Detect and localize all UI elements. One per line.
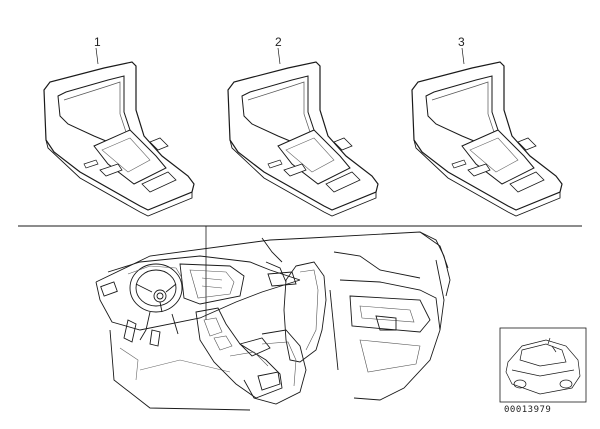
callout-1: 1 <box>94 35 101 49</box>
interior-illustration <box>95 231 451 411</box>
callout-2: 2 <box>275 35 282 49</box>
leader-line-1 <box>95 47 99 65</box>
vehicle-thumbnail <box>499 327 587 403</box>
diagram-code: 00013979 <box>504 405 552 415</box>
leader-line-2 <box>277 47 281 65</box>
leader-line-3 <box>461 47 465 65</box>
callout-3: 3 <box>458 35 465 49</box>
trim-panel-3 <box>411 61 563 217</box>
trim-panel-2 <box>227 61 379 217</box>
trim-panel-1 <box>43 61 195 217</box>
